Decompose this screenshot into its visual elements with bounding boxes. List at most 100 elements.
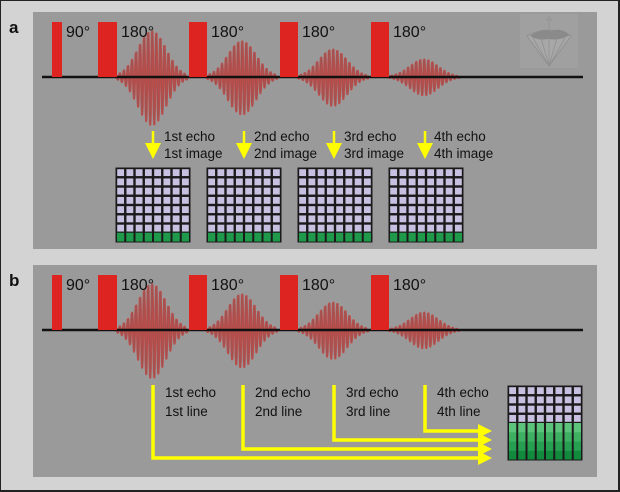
- kspace-line-empty: [144, 215, 152, 223]
- kspace-line-empty: [354, 215, 362, 223]
- kspace-line-empty: [555, 405, 563, 413]
- kspace-line-empty: [217, 178, 225, 186]
- kspace-line-acquired: [573, 441, 581, 452]
- kspace-line-empty: [564, 396, 572, 404]
- kspace-line-empty: [144, 224, 152, 232]
- kspace-line-empty: [135, 196, 143, 204]
- kspace-line-empty: [546, 414, 554, 422]
- kspace-outline: [388, 167, 464, 243]
- kspace-line-empty: [536, 414, 544, 422]
- kspace-line-empty: [317, 215, 325, 223]
- kspace-line-empty: [135, 187, 143, 195]
- kspace-line-acquired: [527, 441, 535, 452]
- kspace-line-empty: [427, 215, 435, 223]
- line-label: 1st line: [165, 404, 208, 419]
- rf-pulse-180-4: [280, 22, 298, 77]
- kspace-outline: [297, 167, 373, 243]
- kspace-line-empty: [135, 215, 143, 223]
- kspace-line-empty: [427, 224, 435, 232]
- kspace-line-empty: [135, 178, 143, 186]
- kspace-line-empty: [509, 396, 517, 404]
- rf-pulse-180-2: [98, 22, 117, 77]
- kspace-line-acquired: [555, 450, 563, 461]
- kspace-line-empty: [208, 178, 216, 186]
- kspace-line-acquired: [154, 232, 162, 242]
- rf-pulse-180-2: [98, 275, 117, 330]
- pulse-sequence-a: 90°180°180°180°180°: [42, 22, 583, 126]
- kspace-line-empty: [336, 187, 344, 195]
- kspace-line-empty: [254, 206, 262, 214]
- kspace-line-empty: [226, 224, 234, 232]
- kspace-line-empty: [217, 215, 225, 223]
- kspace-line-empty: [263, 187, 271, 195]
- echo-signal-core-2: [205, 293, 279, 368]
- kspace-line-empty: [454, 178, 462, 186]
- echo-line-annotation-1: 1st echo 1st line: [151, 385, 492, 465]
- kspace-line-empty: [117, 224, 125, 232]
- routing-arrow: [241, 385, 480, 451]
- kspace-line-empty: [299, 169, 307, 177]
- kspace-line-empty: [226, 187, 234, 195]
- kspace-line-empty: [154, 224, 162, 232]
- kspace-line-empty: [427, 196, 435, 204]
- kspace-line-acquired: [546, 432, 554, 442]
- kspace-line-empty: [354, 169, 362, 177]
- kspace-line-empty: [509, 414, 517, 422]
- logo-continents: [530, 29, 570, 40]
- kspace-line-acquired: [427, 232, 435, 242]
- kspace-line-acquired: [354, 232, 362, 242]
- kspace-line-empty: [208, 187, 216, 195]
- kspace-line-empty: [235, 178, 243, 186]
- kspace-line-empty: [454, 215, 462, 223]
- kspace-line-empty: [573, 405, 581, 413]
- kspace-line-empty: [181, 187, 189, 195]
- kspace-line-empty: [390, 206, 398, 214]
- kspace-line-empty: [445, 224, 453, 232]
- kspace-line-empty: [308, 224, 316, 232]
- kspace-line-empty: [336, 169, 344, 177]
- kspace-line-empty: [454, 196, 462, 204]
- kspace-line-empty: [144, 187, 152, 195]
- kspace-line-empty: [254, 178, 262, 186]
- kspace-line-empty: [326, 187, 334, 195]
- kspace-line-empty: [299, 178, 307, 186]
- kspace-line-empty: [363, 215, 371, 223]
- echo-signal-core-4: [387, 311, 461, 349]
- kspace-line-empty: [399, 215, 407, 223]
- echo-signal-core-1: [115, 283, 189, 378]
- kspace-line-empty: [126, 187, 134, 195]
- kspace-line-empty: [117, 196, 125, 204]
- kspace-line-empty: [181, 169, 189, 177]
- kspace-line-empty: [390, 187, 398, 195]
- kspace-line-empty: [181, 215, 189, 223]
- echo-label: 1st echo: [165, 385, 216, 400]
- kspace-line-empty: [181, 196, 189, 204]
- pulse-label-5: 180°: [393, 277, 426, 294]
- kspace-line-acquired: [555, 441, 563, 452]
- diamond-globe-logo-icon: [520, 14, 578, 68]
- kspace-line-empty: [427, 178, 435, 186]
- kspace-line-empty: [408, 215, 416, 223]
- down-arrow-icon: [326, 143, 342, 159]
- kspace-line-empty: [208, 196, 216, 204]
- kspace-line-empty: [390, 169, 398, 177]
- kspace-line-acquired: [135, 232, 143, 242]
- kspace-line-empty: [417, 215, 425, 223]
- kspace-line-acquired: [509, 441, 517, 452]
- kspace-line-empty: [336, 196, 344, 204]
- kspace-line-empty: [336, 224, 344, 232]
- image-label: 2nd image: [254, 146, 317, 161]
- kspace-line-empty: [163, 187, 171, 195]
- kspace-line-empty: [555, 396, 563, 404]
- pulse-label-2: 180°: [121, 24, 154, 41]
- kspace-line-empty: [445, 169, 453, 177]
- kspace-line-empty: [399, 224, 407, 232]
- kspace-line-acquired: [245, 232, 253, 242]
- kspace-line-empty: [235, 169, 243, 177]
- logo-ray: [548, 37, 566, 67]
- kspace-line-acquired: [536, 423, 544, 433]
- kspace-line-empty: [263, 196, 271, 204]
- kspace-line-empty: [181, 224, 189, 232]
